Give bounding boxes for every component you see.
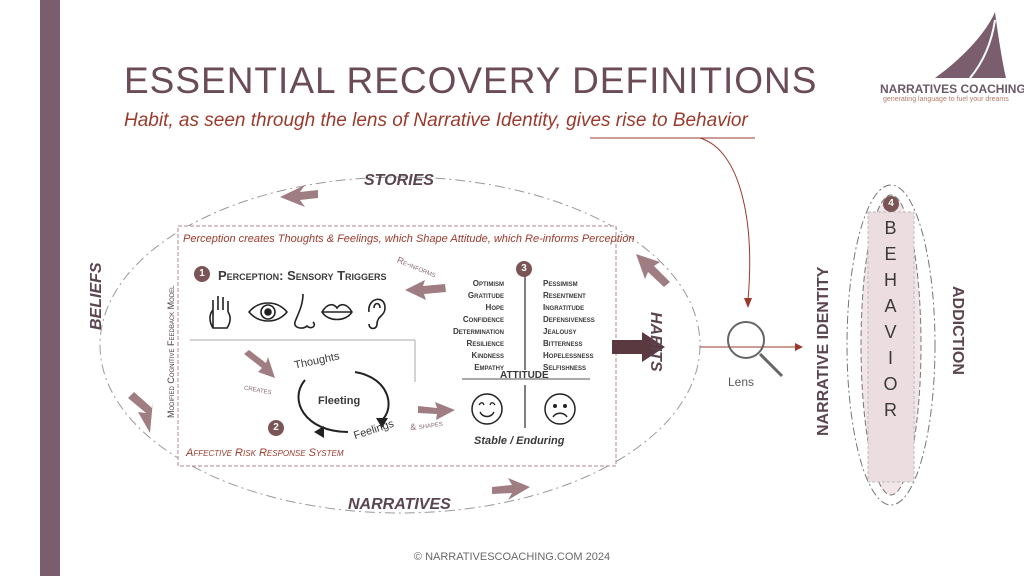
behavior-letter: A: [884, 296, 898, 316]
left-accent-bar: [40, 0, 60, 576]
beliefs-label: BELIEFS: [88, 262, 105, 330]
behavior-column: B E H A V I O R: [872, 218, 910, 426]
list-item: Resentment: [543, 291, 586, 300]
behavior-letter: I: [887, 348, 894, 368]
smiley-icon: [471, 393, 503, 425]
behavior-letter: H: [884, 270, 898, 290]
list-item: Resilience: [466, 339, 504, 348]
behavior-letter: B: [884, 218, 898, 238]
behavior-letter: O: [883, 374, 899, 394]
logo-name: NARRATIVES COACHING: [880, 82, 1024, 96]
list-item: Determination: [453, 327, 504, 336]
magnifier-icon: [727, 321, 784, 378]
affective-risk-label: Affective Risk Response System: [186, 447, 344, 459]
list-item: Hopelessness: [543, 351, 594, 360]
list-item: Bitterness: [543, 339, 583, 348]
list-item: Optimism: [472, 279, 504, 288]
step-1-badge: 1: [194, 266, 210, 282]
logo-sail-icon: [935, 12, 1006, 79]
behavior-letter: E: [884, 244, 898, 264]
narrative-identity-label: NARRATIVE IDENTITY: [815, 266, 832, 436]
step-4-badge: 4: [883, 196, 899, 212]
behavior-letter: R: [884, 400, 898, 420]
perception-heading: Perception: Sensory Triggers: [218, 268, 387, 283]
narratives-arrow: [492, 478, 530, 500]
lens-label: Lens: [728, 375, 755, 389]
cycle-ellipse: [99, 176, 701, 514]
eye-icon: [247, 302, 289, 322]
negative-attitudes-list: Pessimism Resentment Ingratitude Defensi…: [543, 278, 595, 374]
stories-label: STORIES: [364, 172, 434, 189]
footer-copyright: © NARRATIVESCOACHING.COM 2024: [413, 551, 611, 563]
step-2-badge: 2: [268, 420, 284, 436]
beliefs-arrow: [128, 392, 153, 433]
list-item: Ingratitude: [543, 303, 585, 312]
stable-enduring-label: Stable / Enduring: [474, 435, 565, 447]
positive-attitudes-list: Optimism Gratitude Hope Confidence Deter…: [440, 278, 504, 374]
list-item: Hope: [485, 303, 504, 312]
lips-icon: [321, 303, 353, 321]
ear-icon: [368, 298, 386, 330]
step-3-badge: 3: [516, 261, 532, 277]
creates-arrow: [244, 350, 275, 378]
list-item: Kindness: [471, 351, 504, 360]
page-title: ESSENTIAL RECOVERY DEFINITIONS: [124, 60, 818, 101]
stories-arrow: [280, 185, 318, 207]
list-item: Empathy: [474, 363, 504, 372]
attitude-label: ATTITUDE: [500, 370, 549, 381]
list-item: Defensiveness: [543, 315, 595, 324]
sensory-icons: [209, 293, 386, 330]
habits-label: HABITS: [647, 312, 664, 372]
narratives-label: NARRATIVES: [348, 496, 451, 513]
page-subtitle: Habit, as seen through the lens of Narra…: [124, 110, 748, 131]
addiction-label: ADDICTION: [949, 286, 966, 375]
sad-face-icon: [544, 393, 576, 425]
model-caption: Perception creates Thoughts & Feelings, …: [183, 233, 635, 245]
logo-tagline: generating language to fuel your dreams: [883, 96, 1009, 103]
hand-icon: [209, 296, 231, 329]
behavior-letter: V: [884, 322, 898, 342]
list-item: Gratitude: [467, 291, 504, 300]
nose-icon: [293, 293, 316, 329]
list-item: Jealousy: [543, 327, 577, 336]
model-side-label: Modified Cognitive Feedback Model: [166, 285, 176, 418]
list-item: Pessimism: [543, 279, 578, 288]
fleeting-label: Fleeting: [318, 395, 361, 407]
habits-dark-arrow: [612, 332, 665, 362]
model-box: [177, 225, 617, 467]
habits-arrow: [636, 254, 670, 287]
reinforms-arrow: [405, 280, 446, 300]
list-item: Selfishness: [543, 363, 587, 372]
shapes-arrow: [418, 402, 455, 420]
list-item: Confidence: [462, 315, 504, 324]
addiction-ellipse: [846, 184, 936, 506]
